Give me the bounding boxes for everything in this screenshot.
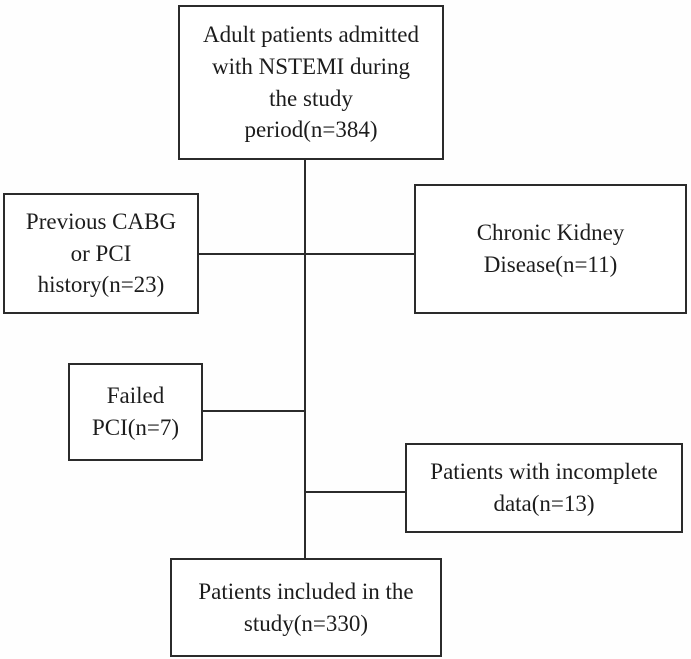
- box-text-line: Previous CABG: [25, 208, 177, 234]
- flow-box-previous-cabg: Previous CABG or PCI history(n=23): [3, 193, 199, 314]
- connector-cabg-ckd: [198, 253, 415, 255]
- box-text-line: PCI(n=7): [91, 415, 180, 440]
- box-text-line: or PCI: [70, 240, 132, 266]
- flow-box-incomplete-data: Patients with incomplete data(n=13): [405, 443, 683, 533]
- box-text-line: with NSTEMI during: [211, 53, 411, 79]
- connector-vertical-spine: [304, 158, 306, 558]
- box-text-line: Failed: [106, 383, 165, 409]
- connector-incomplete-data: [305, 491, 406, 493]
- box-text-line: Patients with incomplete: [430, 459, 658, 485]
- box-text-line: data(n=13): [493, 491, 595, 516]
- box-text-line: Adult patients admitted: [203, 22, 419, 48]
- box-text-line: Chronic Kidney: [476, 220, 625, 246]
- flow-box-admitted: Adult patients admitted with NSTEMI duri…: [178, 5, 444, 160]
- box-text-line: period(n=384): [244, 117, 378, 143]
- flow-box-failed-pci: Failed PCI(n=7): [68, 363, 203, 461]
- flow-box-included: Patients included in the study(n=330): [170, 558, 442, 657]
- box-text-line: Patients included in the: [198, 578, 414, 604]
- box-text-line: study(n=330): [243, 610, 369, 636]
- flow-box-chronic-kidney-disease: Chronic Kidney Disease(n=11): [414, 184, 687, 314]
- box-text-line: the study: [269, 85, 353, 111]
- box-text-line: history(n=23): [37, 272, 165, 298]
- box-text-line: Disease(n=11): [483, 252, 618, 277]
- connector-failed-pci: [202, 410, 305, 412]
